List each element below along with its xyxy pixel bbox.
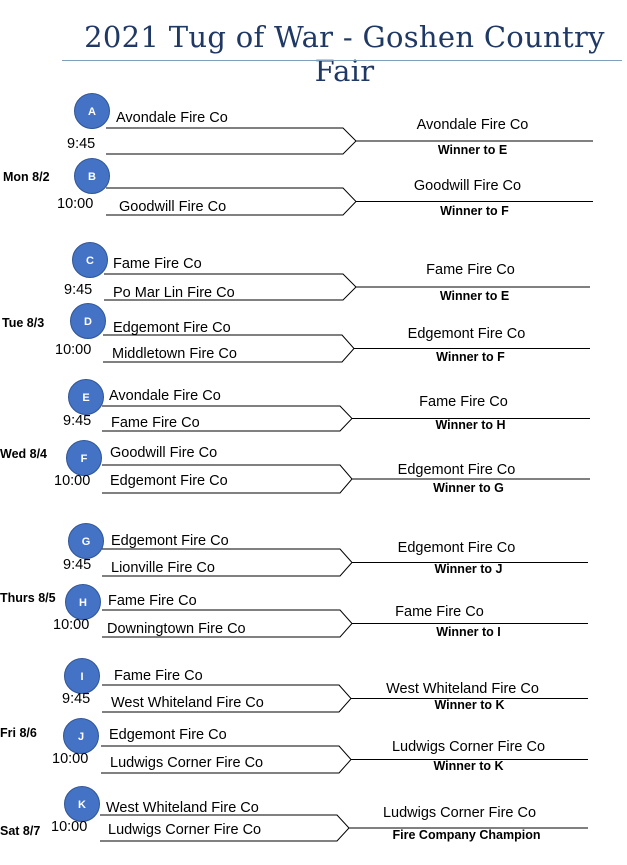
bracket-connector-b: [106, 187, 593, 216]
match-c-time: 9:45: [64, 282, 93, 298]
match-h-team-2: Downingtown Fire Co: [107, 621, 246, 637]
day-label-wed: Wed 8/4: [0, 447, 48, 461]
match-g-winner: Edgemont Fire Co: [397, 540, 516, 556]
bracket-connector-k: [100, 814, 588, 842]
match-b-time: 10:00: [57, 196, 94, 212]
match-h-team-1: Fame Fire Co: [108, 593, 197, 609]
match-c-team-2: Po Mar Lin Fire Co: [113, 285, 235, 301]
match-f-winner: Edgemont Fire Co: [397, 462, 516, 478]
match-g-time: 9:45: [63, 557, 92, 573]
match-g-advance: Winner to J: [434, 562, 503, 576]
match-e-team-1: Avondale Fire Co: [109, 388, 221, 404]
match-b-team-2: Goodwill Fire Co: [119, 199, 227, 215]
match-i-winner: West Whiteland Fire Co: [386, 681, 539, 697]
match-j-team-2: Ludwigs Corner Fire Co: [110, 755, 264, 771]
bracket-connector-h: [102, 609, 588, 638]
page-title: 2021 Tug of War - Goshen Country Fair: [84, 20, 605, 88]
bracket-connector-d: [103, 334, 590, 363]
match-a-time: 9:45: [67, 136, 96, 152]
match-j-team-1: Edgemont Fire Co: [109, 727, 227, 743]
day-label-tue: Tue 8/3: [2, 316, 45, 330]
day-label-sat: Sat 8/7: [0, 824, 41, 838]
match-d-time: 10:00: [55, 342, 92, 358]
match-i-time: 9:45: [62, 691, 91, 707]
match-k-team-1: West Whiteland Fire Co: [106, 800, 259, 816]
match-j-advance: Winner to K: [433, 759, 504, 773]
match-c-winner: Fame Fire Co: [426, 262, 515, 278]
match-badge-e: E: [68, 379, 104, 415]
match-i-advance: Winner to K: [434, 698, 505, 712]
match-k-team-2: Ludwigs Corner Fire Co: [108, 822, 262, 838]
match-j-winner: Ludwigs Corner Fire Co: [391, 739, 546, 755]
match-badge-a: A: [74, 93, 110, 129]
bracket-connector-i: [102, 684, 588, 713]
match-e-advance: Winner to H: [435, 418, 506, 432]
bracket-connector-a: [106, 127, 593, 155]
bracket-connector-f: [102, 464, 590, 494]
day-label-fri: Fri 8/6: [0, 726, 37, 740]
match-d-advance: Winner to F: [436, 350, 505, 364]
match-k-advance: Fire Company Champion: [392, 828, 541, 842]
day-label-mon: Mon 8/2: [3, 170, 50, 184]
match-f-advance: Winner to G: [433, 481, 504, 495]
match-e-winner: Fame Fire Co: [419, 394, 508, 410]
match-a-team-1: Avondale Fire Co: [116, 110, 228, 126]
match-g-team-2: Lionville Fire Co: [111, 560, 215, 576]
match-c-advance: Winner to E: [439, 289, 510, 303]
match-i-team-2: West Whiteland Fire Co: [111, 695, 264, 711]
match-j-time: 10:00: [52, 751, 89, 767]
match-f-time: 10:00: [54, 473, 91, 489]
match-h-time: 10:00: [53, 617, 90, 633]
match-e-team-2: Fame Fire Co: [111, 415, 200, 431]
bracket-connector-c: [104, 273, 590, 301]
match-badge-k: K: [64, 786, 100, 822]
match-d-winner: Edgemont Fire Co: [407, 326, 526, 342]
match-badge-c: C: [72, 242, 108, 278]
match-badge-d: D: [70, 303, 106, 339]
match-badge-h: H: [65, 584, 101, 620]
match-h-advance: Winner to I: [436, 625, 501, 639]
match-a-advance: Winner to E: [437, 143, 508, 157]
match-a-winner: Avondale Fire Co: [416, 117, 529, 133]
bracket-connector-j: [101, 745, 588, 774]
match-d-team-2: Middletown Fire Co: [112, 346, 237, 362]
match-f-team-2: Edgemont Fire Co: [110, 473, 228, 489]
match-f-team-1: Goodwill Fire Co: [110, 445, 218, 461]
match-c-team-1: Fame Fire Co: [113, 256, 202, 272]
day-label-thurs: Thurs 8/5: [0, 591, 56, 605]
match-badge-i: I: [64, 658, 100, 694]
match-badge-f: F: [66, 440, 102, 476]
match-badge-g: G: [68, 523, 104, 559]
match-b-winner: Goodwill Fire Co: [413, 178, 522, 194]
match-badge-j: J: [63, 718, 99, 754]
bracket-connector-g: [102, 548, 588, 577]
match-g-team-1: Edgemont Fire Co: [111, 533, 229, 549]
match-i-team-1: Fame Fire Co: [114, 668, 203, 684]
match-k-time: 10:00: [51, 819, 88, 835]
match-k-winner: Ludwigs Corner Fire Co: [382, 805, 537, 821]
match-h-winner: Fame Fire Co: [395, 604, 484, 620]
match-d-team-1: Edgemont Fire Co: [113, 320, 231, 336]
bracket-connector-e: [102, 405, 590, 432]
match-badge-b: B: [74, 158, 110, 194]
match-e-time: 9:45: [63, 413, 92, 429]
match-b-advance: Winner to F: [440, 204, 509, 218]
title-underline: [62, 60, 622, 61]
